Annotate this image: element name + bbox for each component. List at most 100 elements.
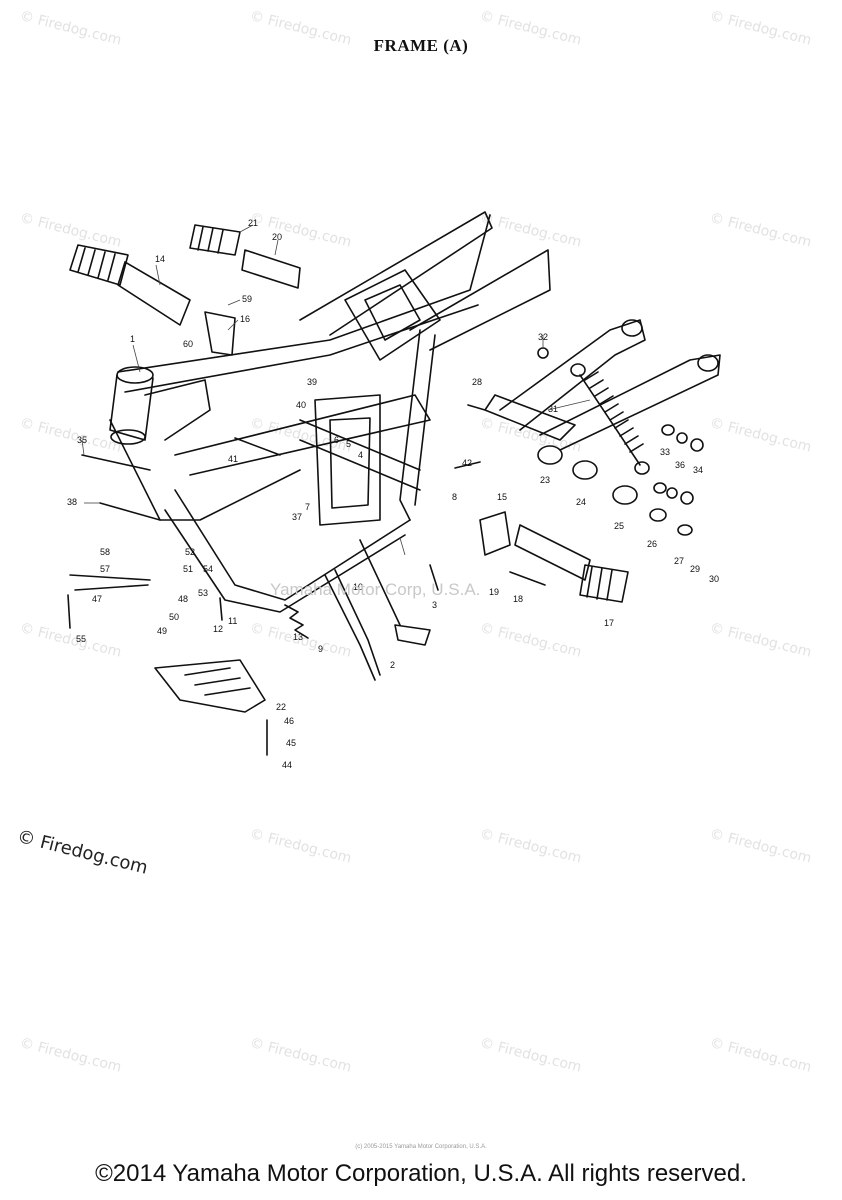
part-label: 46: [284, 716, 294, 726]
part-label: 20: [272, 232, 282, 242]
part-label: 16: [240, 314, 250, 324]
frame-lower-cradle-2: [164, 509, 406, 613]
part-label: 52: [185, 547, 195, 557]
part-label: 49: [157, 626, 167, 636]
part-label: 54: [203, 564, 213, 574]
footrest-top-rubber-ribs: [197, 226, 224, 254]
footrest-top-shaft: [241, 249, 301, 289]
footrest-left-rubber: [69, 244, 129, 286]
collar-23: [537, 445, 563, 465]
washer-36b: [666, 487, 678, 499]
part-label: 60: [183, 339, 193, 349]
rear-shock-spring: [584, 371, 644, 453]
footrest-left-bar: [117, 261, 191, 326]
footrest-bracket: [204, 311, 236, 356]
part-label: 14: [155, 254, 165, 264]
part-label: 36: [675, 460, 685, 470]
part-label: 58: [100, 547, 110, 557]
center-stand-right: [334, 569, 381, 676]
center-stand-arm: [359, 539, 401, 626]
part-label: 15: [497, 492, 507, 502]
part-label: 47: [92, 594, 102, 604]
washer-32: [537, 347, 549, 359]
center-stand-left: [324, 574, 376, 681]
frame-cross-member: [174, 394, 431, 476]
brake-rod-2: [74, 584, 149, 591]
part-label: 32: [538, 332, 548, 342]
part-label: 1: [130, 334, 135, 344]
frame-top-tube: [117, 214, 491, 373]
skid-plate: [154, 659, 266, 713]
rear-footrest-bracket: [479, 511, 511, 556]
part-label: 50: [169, 612, 179, 622]
frame-center-plate-inner: [329, 417, 371, 509]
part-label: 28: [472, 377, 482, 387]
washer-33: [661, 424, 675, 436]
part-label: 23: [540, 475, 550, 485]
rear-shock-bottom-eye: [634, 461, 650, 475]
collar-25: [612, 485, 638, 505]
rear-footrest-rubber: [579, 564, 629, 603]
swing-arm-eye-2: [697, 354, 719, 372]
part-label: 48: [178, 594, 188, 604]
frame-downtube: [109, 419, 301, 521]
washer-33b: [653, 482, 667, 494]
part-label: 7: [305, 502, 310, 512]
part-label: 8: [452, 492, 457, 502]
footrest-left-rubber-ribs: [77, 247, 116, 281]
part-label: 55: [76, 634, 86, 644]
part-label: 21: [248, 218, 258, 228]
frame-rear-rail: [409, 249, 551, 351]
rear-shock-top-eye: [570, 363, 586, 377]
part-label: 18: [513, 594, 523, 604]
part-label: 37: [292, 512, 302, 522]
part-label: 35: [77, 435, 87, 445]
overlay-watermark: Yamaha Motor Corp, U.S.A.: [270, 580, 481, 599]
swing-arm-eye: [621, 319, 643, 337]
rear-footrest-ribs: [586, 566, 613, 601]
part-label: 57: [100, 564, 110, 574]
bolt-12: [219, 597, 223, 621]
bolt-28: [467, 404, 486, 411]
part-label: 41: [228, 454, 238, 464]
nut-34b: [680, 491, 694, 505]
head-gusset: [144, 379, 211, 441]
part-label: 44: [282, 760, 292, 770]
part-label: 22: [276, 702, 286, 712]
skid-plate-ribs: [184, 667, 251, 696]
part-label: 34: [693, 465, 703, 475]
frame-center-plate: [314, 394, 381, 526]
part-label: 10: [353, 582, 363, 592]
bolt-38: [99, 502, 161, 521]
frame-top-tube-lower: [124, 304, 479, 393]
part-label: 59: [242, 294, 252, 304]
washer-27: [677, 524, 693, 536]
bolt-18: [509, 571, 546, 586]
part-label: 53: [198, 588, 208, 598]
tiny-copyright: (c) 2005-2015 Yamaha Motor Corporation, …: [355, 1144, 487, 1150]
part-label: 31: [548, 404, 558, 414]
bolt-3: [429, 564, 439, 591]
center-stand-foot: [394, 624, 431, 646]
part-label: 42: [462, 458, 472, 468]
frame-seat-rail: [299, 211, 493, 336]
part-label: 12: [213, 624, 223, 634]
part-labels: 1 2 3 4 5 6 7 8 9 10 11 12 13 14 15 16 1…: [67, 218, 719, 770]
frame-pivot-tube: [299, 419, 421, 471]
part-label: 51: [183, 564, 193, 574]
washer-36: [676, 432, 688, 444]
frame-rear-down-2: [414, 334, 436, 506]
part-label: 27: [674, 556, 684, 566]
frame-upper-gusset: [344, 269, 441, 361]
head-stock-tube: [109, 374, 154, 441]
frame-gusset-inner: [364, 284, 421, 341]
part-label: 3: [432, 600, 437, 610]
footrest-top-rubber: [189, 224, 241, 256]
part-label: 19: [489, 587, 499, 597]
part-label: 17: [604, 618, 614, 628]
frame-pivot-tube-2: [299, 439, 421, 491]
swing-arm-left: [539, 354, 721, 451]
collar-26: [649, 508, 667, 522]
diagram-title: FRAME (A): [373, 36, 469, 55]
